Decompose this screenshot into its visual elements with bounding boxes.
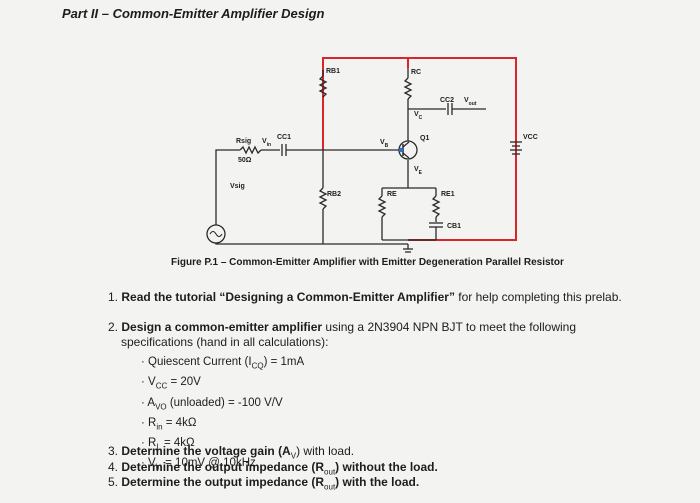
spec-list: · Quiescent Current (ICQ) = 1mA · VCC = … [141, 354, 304, 476]
vc-label: VC [414, 111, 423, 121]
rb1-label: RB1 [326, 68, 340, 75]
cc1-label: CC1 [277, 134, 291, 141]
ve-label: VE [414, 166, 423, 176]
rb2-resistor [318, 187, 328, 210]
ac-source-icon [206, 224, 226, 244]
question-5: 5. Determine the output impedance (Rout)… [108, 475, 420, 492]
re1-label: RE1 [441, 191, 455, 198]
rc-resistor [403, 77, 413, 100]
ground-rail [215, 240, 408, 245]
rsig-resistor [239, 145, 262, 155]
spec-item: · RL = 4kΩ [141, 437, 195, 452]
vin-label: Vin [262, 138, 271, 148]
spec-item: · Quiescent Current (ICQ) = 1mA [141, 356, 305, 371]
re-resistor [377, 195, 387, 218]
part-title: Part II – Common-Emitter Amplifier Desig… [62, 6, 325, 21]
circuit-diagram: RB1 RC CC2 Vout VC Q1 VCC Rsig Vin CC1 5… [206, 57, 538, 253]
spec-item: · Vin = 10mV @ 10kHz [141, 457, 256, 472]
rsig-label: Rsig [236, 138, 251, 145]
q1-transistor [398, 140, 418, 160]
vout-label: Vout [464, 97, 477, 107]
figure-caption: Figure P.1 – Common-Emitter Amplifier wi… [171, 257, 564, 268]
rsig-value-label: 50Ω [238, 157, 252, 164]
vb-label: VB [380, 139, 389, 149]
vcc-loop-wire [322, 57, 517, 241]
cc2-label: CC2 [440, 97, 454, 104]
rc-label: RC [411, 69, 421, 76]
vsig-label: Vsig [230, 183, 245, 190]
vcc-label: VCC [523, 134, 538, 141]
rb2-label: RB2 [327, 191, 341, 198]
q1-label: Q1 [420, 135, 429, 142]
question-4: 4. Determine the output impedance (Rout)… [108, 460, 438, 477]
cb1-label: CB1 [447, 223, 461, 230]
question-3: 3. Determine the voltage gain (AV) with … [108, 444, 355, 461]
spec-item: · Rin = 4kΩ [141, 416, 197, 432]
input-wire [215, 149, 240, 228]
spec-item: · VCC = 20V [141, 376, 201, 391]
question-1: 1. Read the tutorial “Designing a Common… [108, 290, 622, 304]
re1-resistor [431, 195, 441, 218]
re-label: RE [387, 191, 397, 198]
rb1-resistor [318, 75, 328, 98]
question-2: 2. Design a common-emitter amplifier usi… [108, 320, 576, 349]
spec-item: · AVO (unloaded) = -100 V/V [141, 396, 283, 411]
